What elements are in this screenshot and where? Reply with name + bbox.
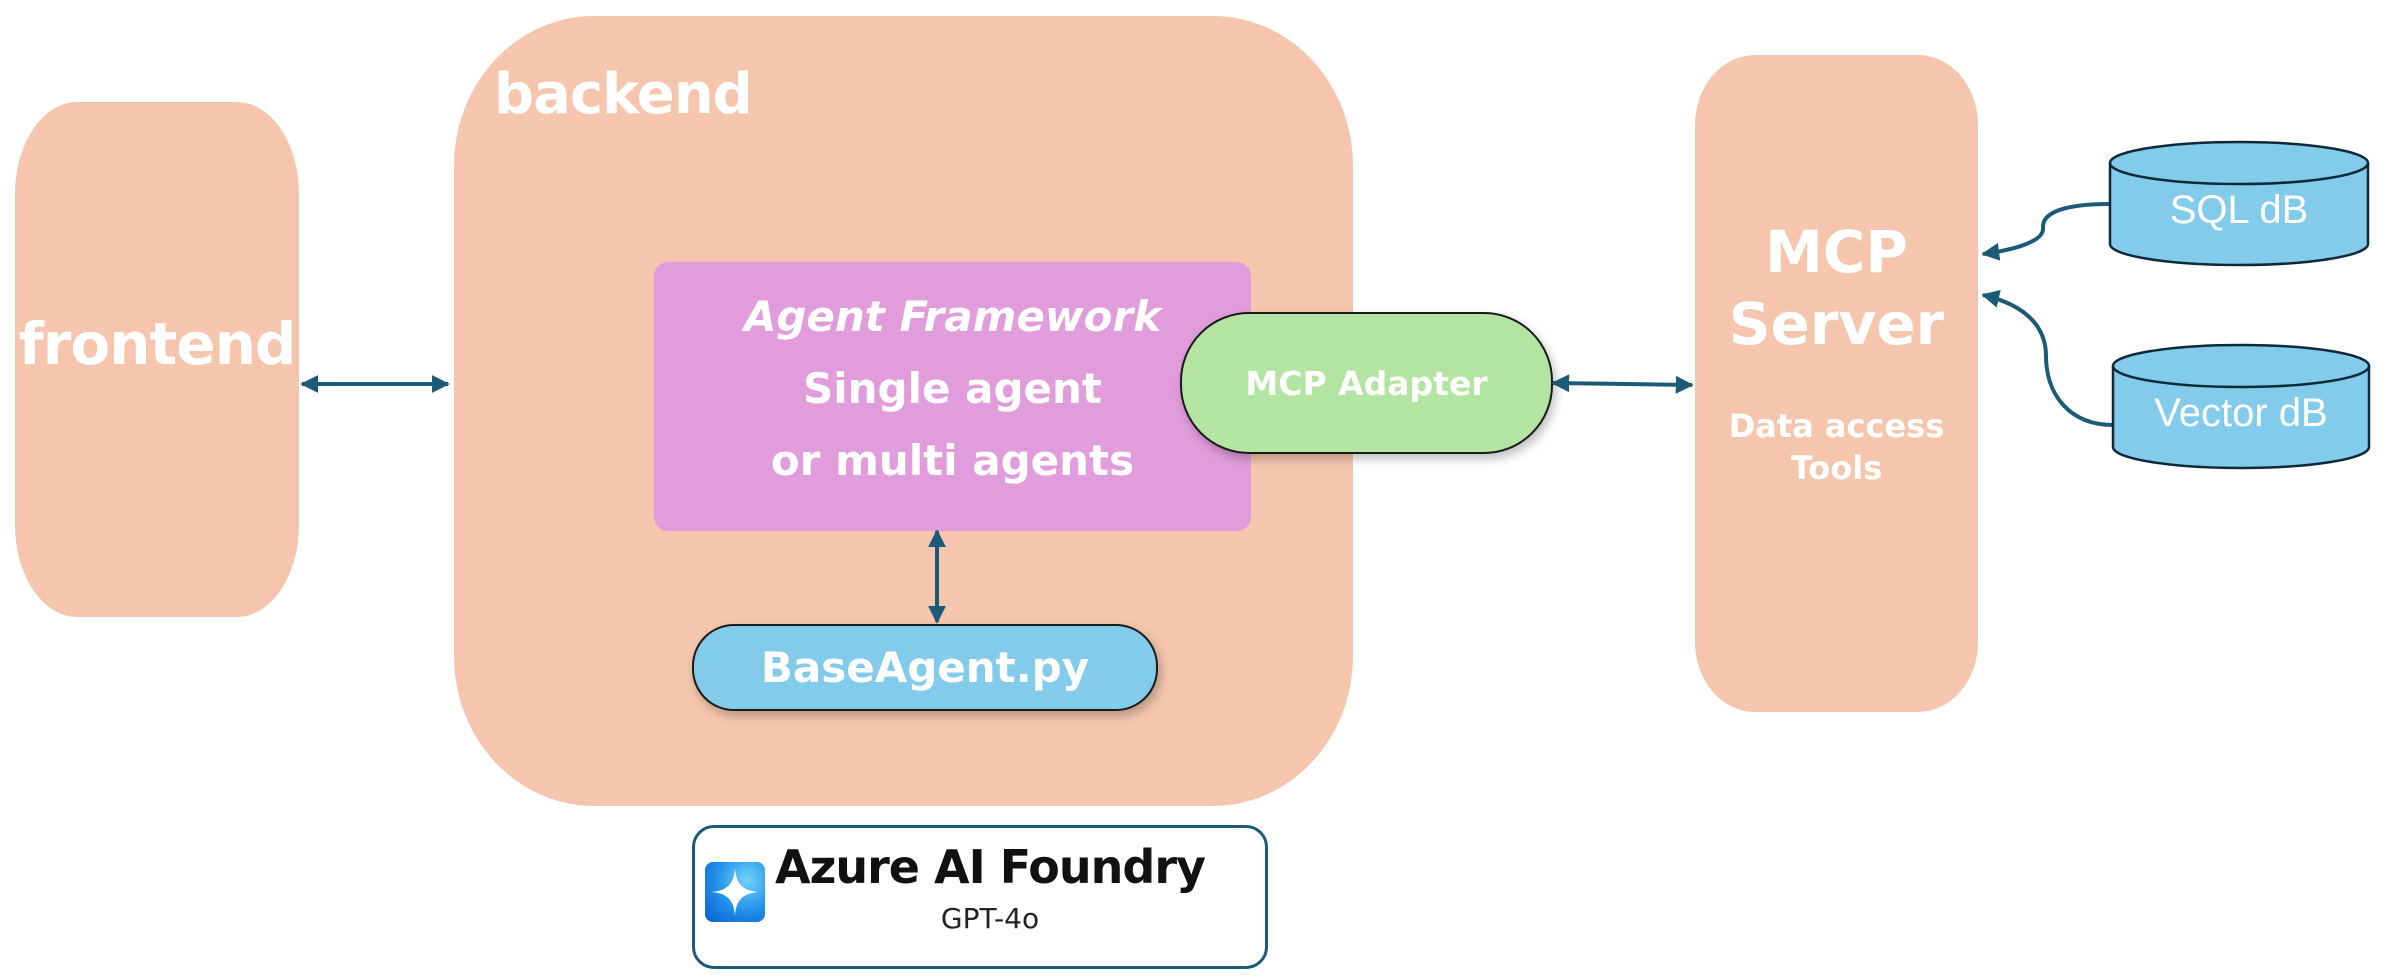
agent-framework-line1: Single agent (803, 364, 1102, 413)
vector-db-cylinder (2111, 343, 2371, 470)
mcp-server-title-line1: MCP (1765, 218, 1908, 286)
sparkle-icon (705, 862, 765, 922)
agent-framework-line2: or multi agents (770, 436, 1135, 485)
mcp-server-sub-line1: Data access (1728, 407, 1945, 445)
arrow-adapter-server (1551, 374, 1694, 394)
azure-ai-foundry-title: Azure AI Foundry (774, 840, 1206, 894)
mcp-server-title-line2: Server (1728, 290, 1945, 358)
mcp-server-box (1695, 55, 1978, 712)
mcp-adapter-node: MCP Adapter (1180, 312, 1553, 454)
mcp-server-sub-line2: Tools (1790, 449, 1883, 487)
frontend-label: frontend (18, 310, 297, 378)
backend-label: backend (494, 62, 753, 127)
sql-db-label: SQL dB (2169, 188, 2309, 232)
frontend-box (15, 102, 299, 617)
azure-ai-foundry-card (692, 825, 1268, 969)
agent-framework-box (654, 262, 1251, 531)
arrow-sql-server (1981, 202, 2111, 261)
model-name: GPT-4o (940, 902, 1040, 935)
arrow-vector-server (1981, 289, 2114, 427)
sql-db-cylinder (2108, 140, 2370, 267)
vector-db-label: Vector dB (2154, 391, 2328, 435)
agent-framework-title: Agent Framework (743, 292, 1162, 341)
base-agent-node: BaseAgent.py (692, 624, 1158, 711)
